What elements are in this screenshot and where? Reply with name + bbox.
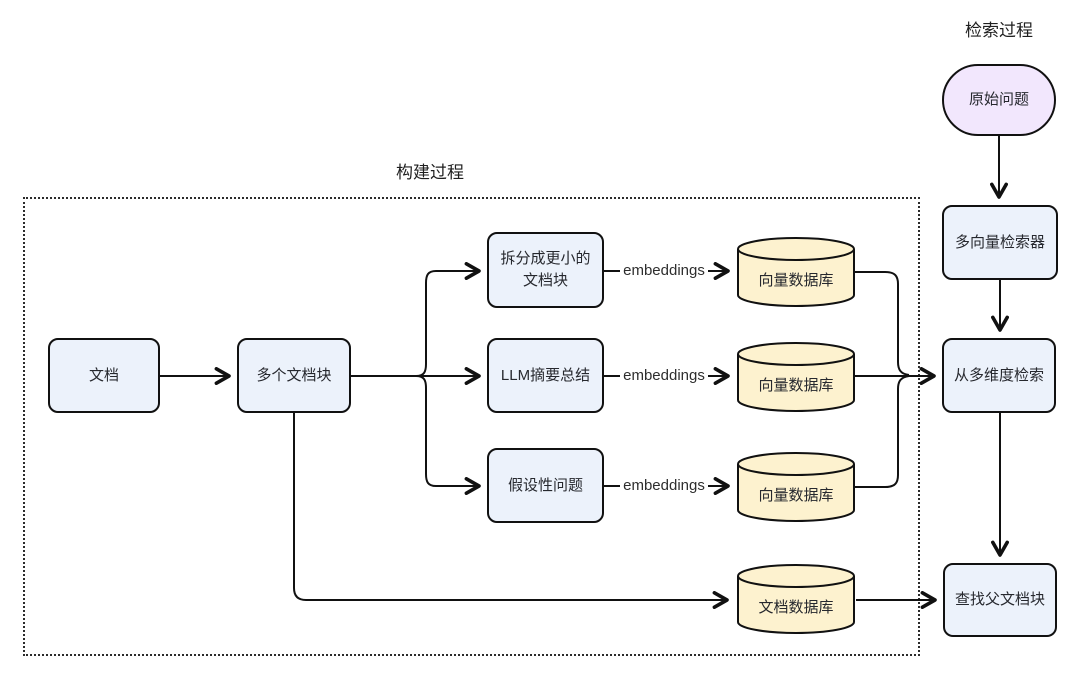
edge-chunks-to-docdb: [293, 413, 729, 609]
node-original-question: 原始问题: [942, 64, 1056, 136]
node-multiple-chunks-label: 多个文档块: [256, 366, 332, 384]
node-multi-dim-retrieve: 从多维度检索: [942, 338, 1056, 413]
node-split-smaller-chunks: 拆分成更小的文档块: [487, 232, 604, 308]
retrieval-process-title: 检索过程: [965, 21, 1033, 40]
node-vector-db-3-label: 向量数据库: [758, 487, 834, 504]
node-llm-summary-label: LLM摘要总结: [500, 366, 591, 384]
node-split-smaller-chunks-label: 拆分成更小的文档块: [500, 250, 591, 289]
edge-fork-hypothetical: [415, 375, 481, 495]
node-document-label: 文档: [88, 366, 119, 384]
node-multi-vector-retriever-label: 多向量检索器: [954, 233, 1045, 251]
edge-label-embeddings-3: embeddings: [622, 477, 706, 494]
node-document-db: 文档数据库: [737, 564, 855, 635]
node-document-db-label: 文档数据库: [758, 599, 834, 616]
node-vector-db-1-label: 向量数据库: [758, 272, 834, 289]
node-original-question-label: 原始问题: [968, 91, 1029, 109]
node-find-parent-chunks-label: 查找父文档块: [955, 591, 1046, 609]
node-llm-summary: LLM摘要总结: [487, 338, 604, 413]
edge-vdb1-merge: [855, 271, 910, 376]
node-find-parent-chunks: 查找父文档块: [943, 563, 1057, 637]
edge-label-embeddings-2: embeddings: [622, 367, 706, 384]
node-multi-vector-retriever: 多向量检索器: [942, 205, 1058, 280]
node-document: 文档: [48, 338, 160, 413]
build-process-title: 构建过程: [396, 163, 464, 182]
edge-fork-split: [415, 262, 481, 377]
node-multiple-chunks: 多个文档块: [237, 338, 351, 413]
node-vector-db-1: 向量数据库: [737, 237, 855, 308]
node-vector-db-2-label: 向量数据库: [758, 377, 834, 394]
node-hypothetical-questions: 假设性问题: [487, 448, 604, 523]
edge-vdb3-merge: [855, 375, 910, 488]
node-multi-dim-retrieve-label: 从多维度检索: [954, 366, 1045, 384]
node-hypothetical-questions-label: 假设性问题: [507, 476, 583, 494]
build-process-group: [23, 197, 920, 656]
edge-label-embeddings-1: embeddings: [622, 262, 706, 279]
node-vector-db-2: 向量数据库: [737, 342, 855, 413]
node-vector-db-3: 向量数据库: [737, 452, 855, 523]
